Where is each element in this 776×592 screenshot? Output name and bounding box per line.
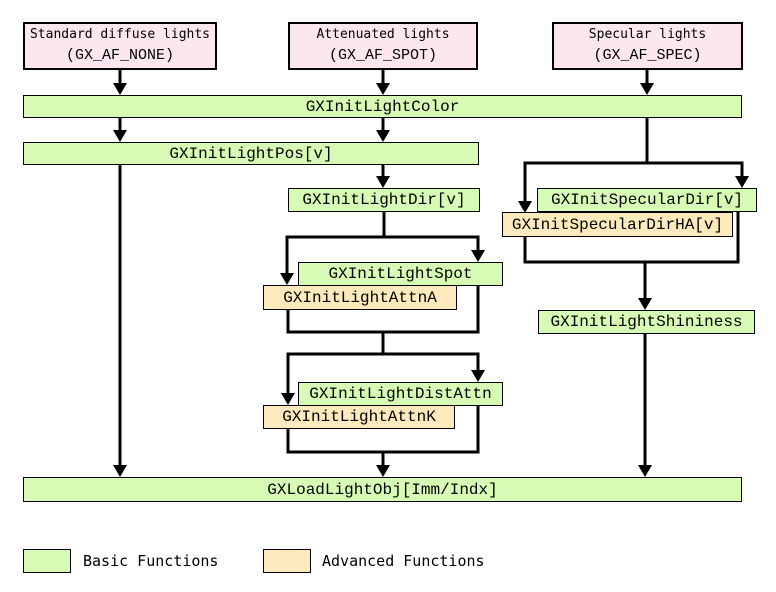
arrow-att-to-color: [376, 70, 390, 95]
arrow-color-to-pos-left: [113, 118, 127, 142]
branch-specdir-to-shininess: [523, 211, 740, 310]
branch-color-to-specular: [518, 118, 749, 213]
node-sublabel: (GX_AF_NONE): [65, 46, 175, 64]
node-gxinitlightpos: GXInitLightPos[v]: [23, 142, 479, 165]
node-standard-diffuse-lights: Standard diffuse lights (GX_AF_NONE): [23, 22, 217, 70]
node-gxinitlightattnk: GXInitLightAttnK: [263, 405, 455, 429]
node-sublabel: (GX_AF_SPOT): [328, 46, 438, 64]
node-label: Standard diffuse lights: [29, 26, 210, 42]
branch-spot-to-distattn: [281, 285, 485, 405]
node-gxinitlightspot: GXInitLightSpot: [298, 262, 503, 286]
arrow-shininess-to-load: [638, 333, 652, 477]
node-gxinitlightcolor: GXInitLightColor: [23, 95, 742, 118]
legend-advanced-swatch: [263, 549, 311, 573]
node-gxinitlightdistattn: GXInitLightDistAttn: [298, 382, 503, 406]
node-gxinitlightshininess: GXInitLightShininess: [538, 310, 755, 334]
node-sublabel: (GX_AF_SPEC): [593, 46, 702, 64]
arrow-std-to-color: [113, 70, 127, 95]
arrow-color-to-pos-mid: [376, 118, 390, 142]
branch-dir-to-spot-attna: [280, 211, 485, 285]
node-gxinitspeculardirha: GXInitSpecularDirHA[v]: [502, 212, 733, 237]
legend-basic-label: Basic Functions: [83, 552, 219, 570]
node-attenuated-lights: Attenuated lights (GX_AF_SPOT): [288, 22, 478, 70]
legend-basic-swatch: [23, 549, 71, 573]
arrow-pos-to-load: [113, 165, 127, 477]
node-label: Attenuated lights: [316, 26, 450, 42]
node-gxinitlightdir: GXInitLightDir[v]: [288, 188, 480, 212]
node-specular-lights: Specular lights (GX_AF_SPEC): [552, 22, 743, 70]
legend-advanced-label: Advanced Functions: [322, 552, 485, 570]
arrow-pos-to-dir: [376, 165, 390, 188]
arrow-spec-to-color: [640, 70, 654, 95]
node-gxinitlightattna: GXInitLightAttnA: [263, 285, 457, 310]
node-gxinitspeculardir: GXInitSpecularDir[v]: [537, 188, 757, 212]
branch-distattn-to-load: [286, 405, 480, 477]
node-label: Specular lights: [588, 26, 707, 42]
node-gxloadlightobj: GXLoadLightObj[Imm/Indx]: [23, 477, 742, 502]
